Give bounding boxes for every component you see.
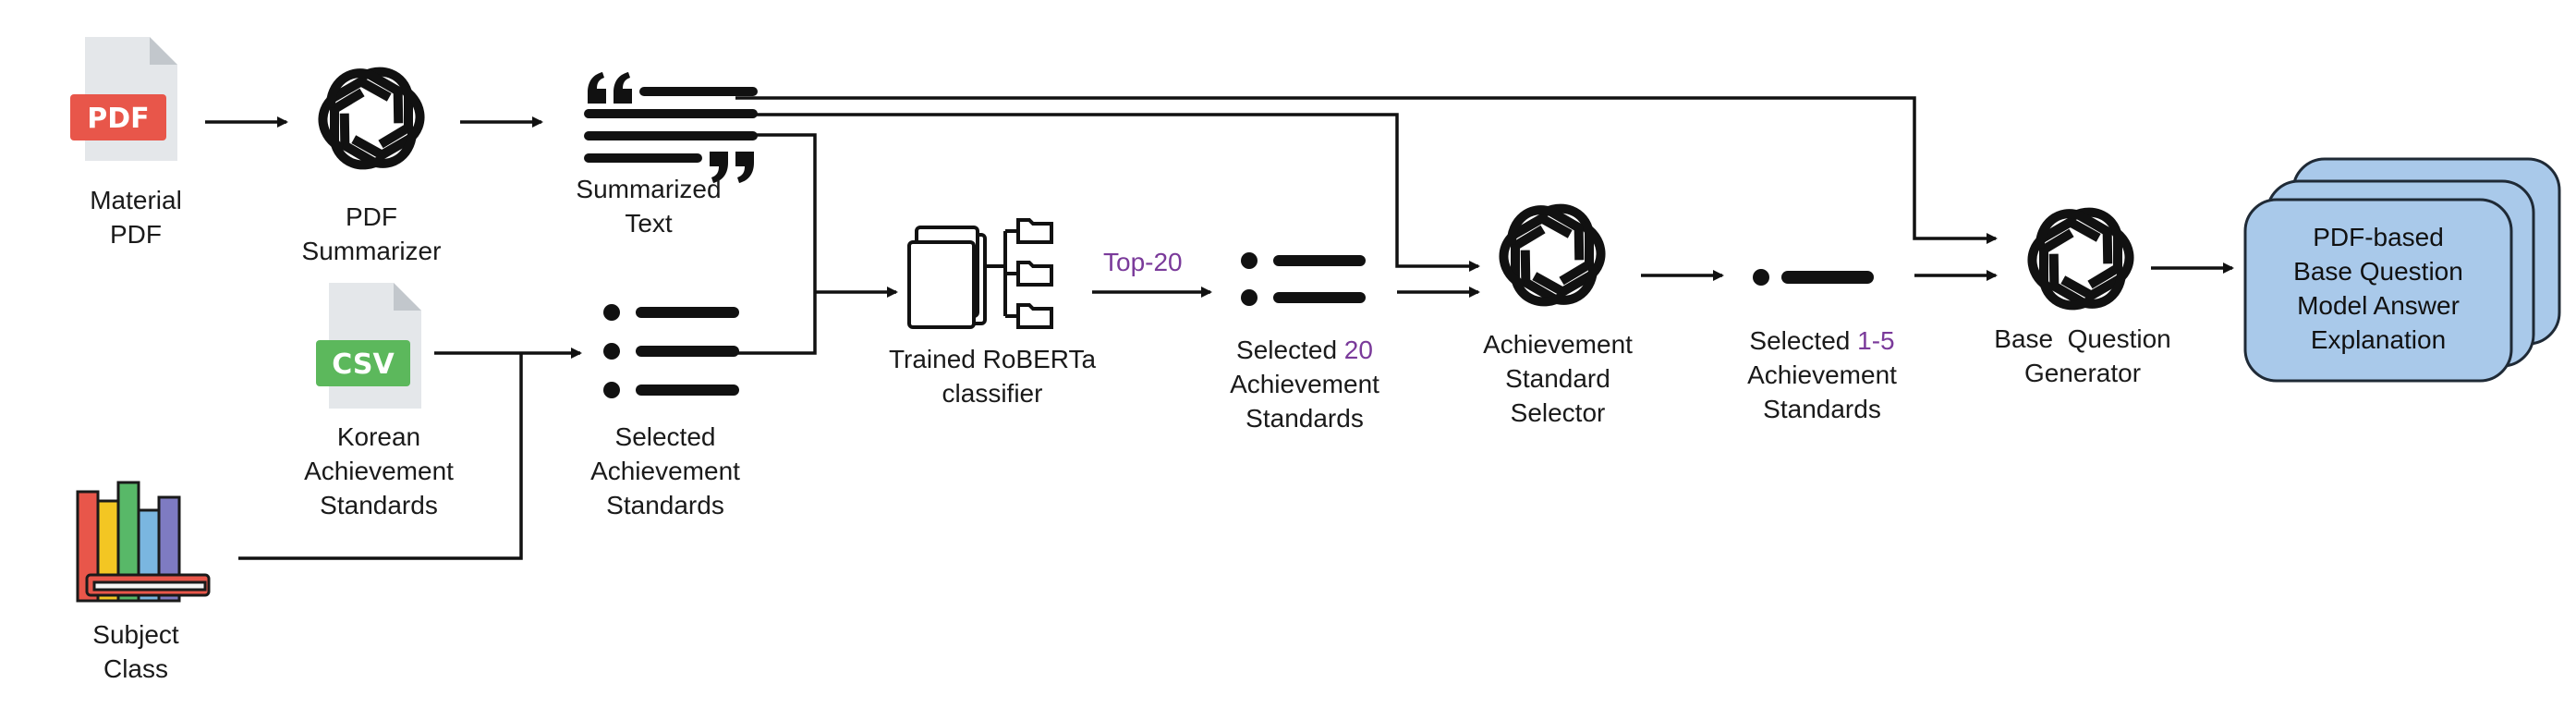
list-icon xyxy=(603,304,739,398)
label-accent: 20 xyxy=(1343,336,1373,364)
classifier-folders-icon xyxy=(907,218,1053,329)
label-line: Base Question xyxy=(1994,324,2171,353)
node-label-material-pdf: Material PDF xyxy=(67,183,205,251)
pdf-badge-text: PDF xyxy=(87,103,149,135)
edge-subject-to-selected xyxy=(238,353,523,560)
list-icon xyxy=(1753,269,1874,286)
label-line: Generator xyxy=(2023,359,2142,387)
node-label-selected-1-5: Selected 1-5 Achievement Standards xyxy=(1730,323,1914,426)
label-line: Trained RoBERTa xyxy=(888,345,1097,373)
label-accent: 1-5 xyxy=(1857,326,1895,355)
node-label-roberta: Trained RoBERTa classifier xyxy=(881,342,1103,410)
node-label-std-selector: Achievement Standard Selector xyxy=(1465,327,1650,430)
edge-text-to-selector xyxy=(735,113,1480,272)
label-line: classifier xyxy=(942,379,1043,408)
node-label-subject-class: Subject Class xyxy=(67,617,205,686)
label-line-selected: Selected 20 xyxy=(1212,333,1397,367)
label-line: PDF xyxy=(110,220,162,249)
connectors xyxy=(205,96,2234,560)
label-line: Achievement xyxy=(1230,370,1379,398)
books-icon xyxy=(76,481,211,603)
pdf-file-icon: PDF xyxy=(70,37,177,161)
label-line: Selector xyxy=(1510,398,1606,427)
openai-logo-icon xyxy=(2022,203,2139,314)
label-line: Standards xyxy=(320,491,438,519)
label-line: Selected xyxy=(614,422,716,451)
edge-selected-to-merge xyxy=(735,292,817,355)
openai-logo-icon xyxy=(1493,200,1610,311)
label-line: PDF xyxy=(346,202,397,231)
label-line: Achievement xyxy=(1747,360,1897,389)
csv-badge-text: CSV xyxy=(332,348,395,381)
edge-text-to-merge xyxy=(735,133,817,292)
label-line: Standards xyxy=(606,491,724,519)
node-label-question-generator: Base Question Generator xyxy=(1981,322,2184,390)
openai-logo-icon xyxy=(312,63,430,174)
label-prefix: Selected xyxy=(1749,326,1858,355)
csv-file-icon: CSV xyxy=(316,283,421,409)
node-label-selected-20: Selected 20 Achievement Standards xyxy=(1212,333,1397,435)
label-prefix: Selected xyxy=(1236,336,1344,364)
list-icon xyxy=(1241,252,1366,306)
label-line: Standards xyxy=(1245,404,1364,433)
node-label-pdf-summarizer: PDF Summarizer xyxy=(288,200,455,268)
label-line: Achievement xyxy=(590,457,740,485)
output-line: Explanation xyxy=(2310,325,2447,354)
label-line-selected: Selected 1-5 xyxy=(1730,323,1914,358)
label-line: Text xyxy=(625,209,673,238)
label-line: Summarizer xyxy=(301,237,442,265)
quote-text-icon xyxy=(584,72,758,183)
label-line: Subject xyxy=(92,620,179,649)
edge-text-to-generator xyxy=(735,96,1998,244)
label-line: Achievement xyxy=(1483,330,1633,359)
output-line: Model Answer xyxy=(2297,291,2460,320)
label-line: Standards xyxy=(1763,395,1881,423)
output-card-front xyxy=(2243,198,2513,383)
label-line: Korean xyxy=(336,422,421,451)
label-line: Material xyxy=(90,186,182,214)
output-line: Base Question xyxy=(2293,257,2463,286)
node-label-selected-standards: Selected Achievement Standards xyxy=(573,420,758,522)
edge-label-top20: Top-20 xyxy=(1103,248,1183,276)
output-card-stack xyxy=(2243,157,2561,383)
label-line: Class xyxy=(103,654,168,683)
output-card-text: PDF-based Base Question Model Answer Exp… xyxy=(2245,220,2511,357)
output-line: PDF-based xyxy=(2313,223,2444,251)
label-line: Summarized xyxy=(576,175,722,203)
label-line: Achievement xyxy=(304,457,454,485)
node-label-summarized-text: Summarized Text xyxy=(565,172,732,240)
node-label-korean-standards: Korean Achievement Standards xyxy=(286,420,471,522)
label-line: Standard xyxy=(1505,364,1610,393)
